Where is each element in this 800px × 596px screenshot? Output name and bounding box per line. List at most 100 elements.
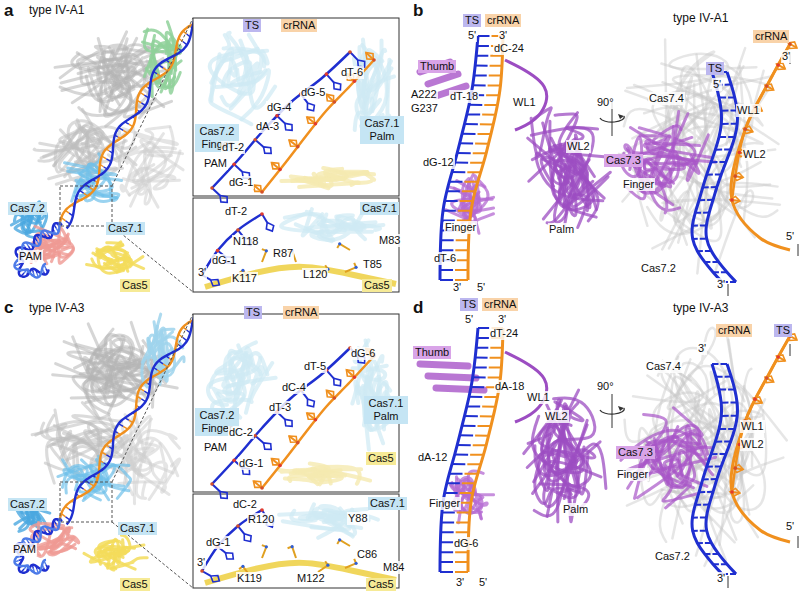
protein-tag: Cas5: [120, 279, 150, 292]
protein-ribbon: [668, 387, 752, 545]
strand-tag: TS: [774, 324, 792, 337]
base: [488, 84, 501, 86]
structure-label: dT-6: [340, 66, 364, 79]
residue-stick: [318, 561, 328, 572]
base: [474, 74, 487, 76]
strand-tag: TS: [243, 19, 261, 32]
base-ring: [253, 185, 261, 191]
tag-text: crRNA: [484, 298, 516, 310]
protein-ribbon: [90, 546, 128, 563]
base: [460, 200, 473, 202]
base: [474, 366, 487, 368]
base-ring: [326, 94, 333, 101]
atom: [291, 545, 294, 548]
base: [480, 415, 493, 417]
tag-text: Cas7.3: [606, 154, 641, 166]
protein-ribbon: [296, 221, 334, 240]
structure-label: T85: [362, 258, 383, 271]
protein-tag: Cas7.1: [106, 222, 145, 235]
strand-tag: TS: [460, 298, 478, 311]
domain-tag: Thumb: [413, 346, 451, 359]
protein-tag: Cas5: [366, 578, 396, 591]
structure-label: dG-1: [228, 176, 254, 189]
protein-tag: Cas7.1: [368, 497, 407, 510]
base: [460, 434, 473, 436]
structure-label: PAM: [203, 157, 228, 170]
base: [475, 65, 487, 67]
phosphate: [278, 464, 282, 468]
end-tick: [790, 344, 791, 356]
rotation-axis: [612, 394, 613, 428]
strand: [60, 318, 198, 519]
base-ring: [334, 82, 341, 89]
structure-label: 5': [467, 29, 477, 42]
base: [441, 531, 454, 533]
strand-tag: crRNA: [482, 298, 518, 311]
base: [447, 482, 460, 484]
panel-heading: type IV-A1: [672, 12, 729, 26]
protein-ribbon: [550, 121, 594, 209]
base: [473, 444, 486, 446]
structure-label: Palm: [548, 223, 575, 236]
base: [440, 551, 453, 553]
base-ring: [730, 196, 740, 204]
protein-ribbon: [32, 403, 116, 435]
tag-text: Thumb: [420, 60, 454, 72]
zoom-line: [112, 18, 193, 186]
base: [452, 463, 465, 465]
base: [452, 171, 465, 173]
strand: [67, 315, 195, 524]
thumb-helix: [436, 388, 484, 390]
base: [465, 473, 478, 475]
base: [449, 473, 462, 475]
structure-label: 5': [712, 78, 722, 91]
phosphate: [734, 466, 738, 470]
base: [455, 249, 468, 251]
zoom-line: [112, 226, 193, 292]
base-ring: [253, 481, 261, 487]
structure-label: G237: [410, 102, 439, 115]
base: [455, 454, 468, 456]
strand-tag: crRNA: [281, 19, 317, 32]
structure-label: dT-18: [449, 90, 479, 103]
end-tick: [728, 284, 729, 296]
protein-tag: Cas7.1 Palm: [364, 396, 408, 424]
phosphate: [314, 122, 318, 126]
phosphate: [296, 441, 300, 445]
structure-label: 3': [455, 576, 465, 589]
base-ring: [307, 399, 314, 407]
structure-label: 3': [697, 342, 707, 355]
base: [490, 55, 502, 57]
base: [462, 133, 475, 135]
base: [477, 133, 490, 135]
structure-label: dT-6: [433, 252, 457, 265]
phosphate: [210, 482, 214, 486]
base-ring: [788, 42, 797, 48]
structure-label: dC-24: [493, 42, 525, 55]
base-ring: [289, 436, 297, 442]
base: [477, 45, 489, 47]
base: [488, 376, 501, 378]
strand-tag: TS: [463, 14, 481, 27]
base: [462, 482, 475, 484]
phosphate: [278, 168, 282, 172]
base-ring: [307, 103, 314, 111]
phosphate: [314, 418, 318, 422]
protein-ribbon: [125, 448, 169, 494]
phosphate: [776, 355, 780, 359]
end-tick: [798, 244, 799, 256]
phosphate: [210, 186, 214, 190]
backbone: [732, 336, 790, 492]
structure-label: 3': [498, 29, 508, 42]
protein-tag: Cas5: [120, 578, 150, 591]
phosphate: [253, 138, 257, 142]
base: [475, 357, 487, 359]
phosphate: [743, 127, 747, 131]
atom: [354, 562, 357, 565]
base-ring: [225, 553, 233, 559]
structure-label: WL2: [742, 148, 767, 161]
structure-label: dG-1: [238, 457, 264, 470]
base: [700, 530, 706, 532]
base-ring: [733, 173, 743, 181]
structure-label: dG-1: [211, 254, 237, 267]
